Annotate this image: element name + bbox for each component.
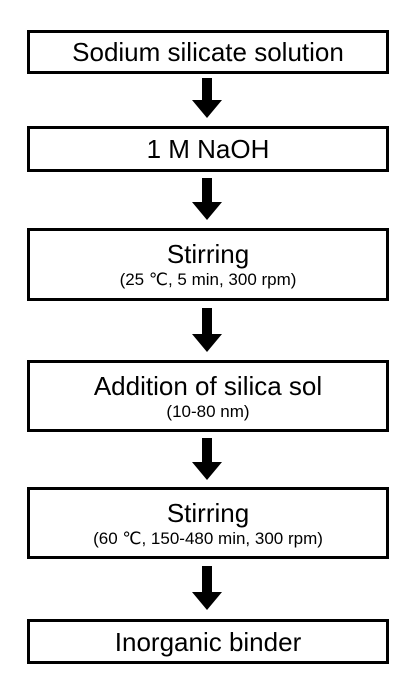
down-arrow-icon [192, 438, 222, 480]
step-label: Addition of silica sol [93, 370, 323, 401]
step-label: 1 M NaOH [146, 134, 270, 164]
step-inorganic-binder: Inorganic binder [27, 619, 389, 664]
step-conditions: (10-80 nm) [166, 401, 250, 421]
step-stirring-60c: Stirring (60 ℃, 150-480 min, 300 rpm) [27, 487, 389, 559]
step-1m-naoh: 1 M NaOH [27, 126, 389, 172]
step-addition-of-silica-sol: Addition of silica sol (10-80 nm) [27, 360, 389, 432]
step-sodium-silicate-solution: Sodium silicate solution [27, 30, 389, 74]
step-label: Sodium silicate solution [72, 37, 344, 67]
down-arrow-icon [192, 308, 222, 352]
step-conditions: (25 ℃, 5 min, 300 rpm) [119, 270, 297, 289]
step-label: Inorganic binder [114, 626, 302, 657]
step-label: Stirring [166, 497, 250, 528]
step-stirring-25c: Stirring (25 ℃, 5 min, 300 rpm) [27, 228, 389, 301]
down-arrow-icon [192, 78, 222, 118]
down-arrow-icon [192, 566, 222, 610]
step-conditions: (60 ℃, 150-480 min, 300 rpm) [93, 528, 323, 548]
step-label: Stirring [166, 239, 250, 269]
down-arrow-icon [192, 178, 222, 220]
